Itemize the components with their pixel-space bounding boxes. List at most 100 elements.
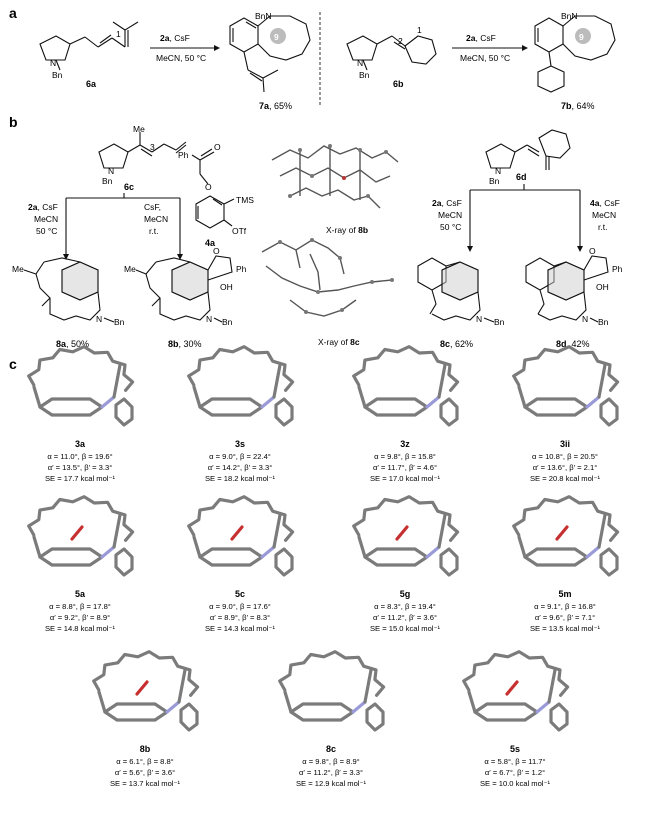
cond-2a: 2a [432, 198, 442, 208]
conformer-param-l2: α′ = 9.2°, β′ = 8.9° [50, 613, 110, 622]
oxygen-bond [70, 525, 84, 541]
svg-text:4a, CsF: 4a, CsF [590, 198, 620, 208]
chain-bond [597, 363, 607, 399]
svg-text:X-ray of 8b: X-ray of 8b [326, 225, 368, 235]
arrow-b-left-branch: 2a, CsF MeCN 50 °C CsF, MeCN r.t. [28, 193, 183, 260]
bridge-bond [32, 385, 42, 409]
bridge-bond [192, 535, 202, 559]
chain-bond [547, 668, 557, 704]
chain-bond [437, 363, 447, 399]
arrow-b-right-branch: 2a, CsF MeCN 50 °C 4a, CsF MeCN r.t. [432, 184, 620, 252]
benzyl-ring [599, 547, 619, 577]
bridge-bond [357, 535, 367, 559]
conformer-3z [352, 345, 460, 427]
4a-carbonyl-o: O [214, 142, 221, 152]
macrocycle-chain [512, 495, 620, 542]
compound-4a-label: 4a [205, 238, 216, 248]
benzyl-ring [439, 547, 459, 577]
benzyl-ring [114, 547, 134, 577]
benzyl-ring [274, 547, 294, 577]
conformer-param-l2: α′ = 13.6°, β′ = 2.1° [533, 463, 598, 472]
cond-csf: , CsF [441, 198, 461, 208]
conformer-param-l2: α′ = 14.2°, β′ = 3.3° [208, 463, 273, 472]
8b-ph: Ph [236, 264, 247, 274]
bridge-bond [517, 385, 527, 409]
conformer-label: 3ii [560, 439, 570, 449]
arene-ring [198, 397, 264, 417]
6c-me: Me [133, 124, 145, 134]
chain-bond [112, 363, 122, 399]
svg-text:8b, 30%: 8b, 30% [168, 339, 202, 349]
structure-6d: N Bn [485, 129, 571, 186]
conformer-param-l3: SE = 17.0 kcal mol⁻¹ [370, 474, 441, 483]
8c-bn: Bn [494, 317, 505, 327]
cond-csf: , CsF [169, 33, 189, 43]
oxygen-bond [505, 680, 519, 696]
cond-mecn: MeCN [34, 214, 58, 224]
conformer-3s [187, 345, 295, 427]
macrocycle-chain [187, 495, 295, 542]
bridge-bond [283, 690, 293, 714]
compound-7a-label: 7a [259, 101, 270, 111]
conformer-param-l1: α = 9.8°, β = 8.9° [302, 757, 359, 766]
chain-bond [177, 668, 187, 704]
6c-n-atom: N [108, 166, 114, 176]
conformer-label: 3a [75, 439, 86, 449]
arene-ring [473, 702, 539, 722]
svg-text:2a, CsF: 2a, CsF [28, 202, 58, 212]
panel-c-structures: 3aα = 11.0°, β = 19.6°α′ = 13.5°, β′ = 3… [27, 345, 620, 788]
arene-ring [523, 547, 589, 567]
oxygen-bond [230, 525, 244, 541]
macrocycle-chain [512, 345, 620, 392]
conformer-param-l3: SE = 14.8 kcal mol⁻¹ [45, 624, 116, 633]
conformer-5c [187, 495, 295, 577]
arene-ring [198, 547, 264, 567]
bridge-bond [97, 690, 107, 714]
oxygen-bond [395, 525, 409, 541]
compound-8a-label: 8a [56, 339, 67, 349]
chain-bond [112, 513, 122, 549]
conformer-param-l2: α′ = 11.7°, β′ = 4.6° [373, 463, 437, 472]
svg-text:X-ray of 8c: X-ray of 8c [318, 337, 360, 347]
cond-2a: 2a [160, 33, 170, 43]
conformer-param-l1: α = 8.3°, β = 19.4° [374, 602, 436, 611]
svg-text:2a, CsF: 2a, CsF [466, 33, 496, 43]
yield-8c: , 62% [450, 339, 473, 349]
8d-o-atom: O [589, 246, 596, 256]
benzyl-ring [365, 702, 385, 732]
conformer-8c [278, 650, 386, 732]
4a-otf: OTf [232, 226, 247, 236]
compound-7b-label: 7b [561, 101, 572, 111]
compound-6d-label: 6d [516, 172, 527, 182]
arrow-a-left: 2a, CsF MeCN, 50 °C [150, 33, 220, 63]
conformer-param-l2: α′ = 8.9°, β′ = 8.3° [210, 613, 270, 622]
cond-2a: 2a [466, 33, 476, 43]
structure-6c: Me 3 N Bn [98, 124, 187, 186]
8a-bn: Bn [114, 317, 125, 327]
benzyl-ring [179, 702, 199, 732]
8d-oh: OH [596, 282, 609, 292]
structure-8d: O Ph OH N Bn [525, 246, 623, 327]
nitrogen-bond [585, 395, 601, 409]
macrocycle-chain [92, 650, 200, 697]
benzyl-ring [549, 702, 569, 732]
nitrogen-bond [535, 700, 551, 714]
svg-text:7a, 65%: 7a, 65% [259, 101, 292, 111]
yield-8a: , 50% [66, 339, 89, 349]
yield-7b: , 64% [572, 101, 595, 111]
macrocycle-chain [27, 495, 135, 542]
conformer-label: 8b [140, 744, 151, 754]
cond-csf: CsF, [144, 202, 161, 212]
conformer-label: 3s [235, 439, 245, 449]
conformer-param-l3: SE = 10.0 kcal mol⁻¹ [480, 779, 551, 788]
macrocycle-chain [352, 345, 460, 392]
arrow-a-right: 2a, CsF MeCN, 50 °C [452, 33, 528, 63]
compound-8d-label: 8d [556, 339, 567, 349]
panel-b-label: b [9, 114, 18, 130]
conformer-param-l1: α = 9.0°, β = 22.4° [209, 452, 271, 461]
svg-text:8a, 50%: 8a, 50% [56, 339, 89, 349]
bridge-bond [357, 385, 367, 409]
structure-8a: Me N Bn [12, 257, 125, 327]
conformer-3ii [512, 345, 620, 427]
